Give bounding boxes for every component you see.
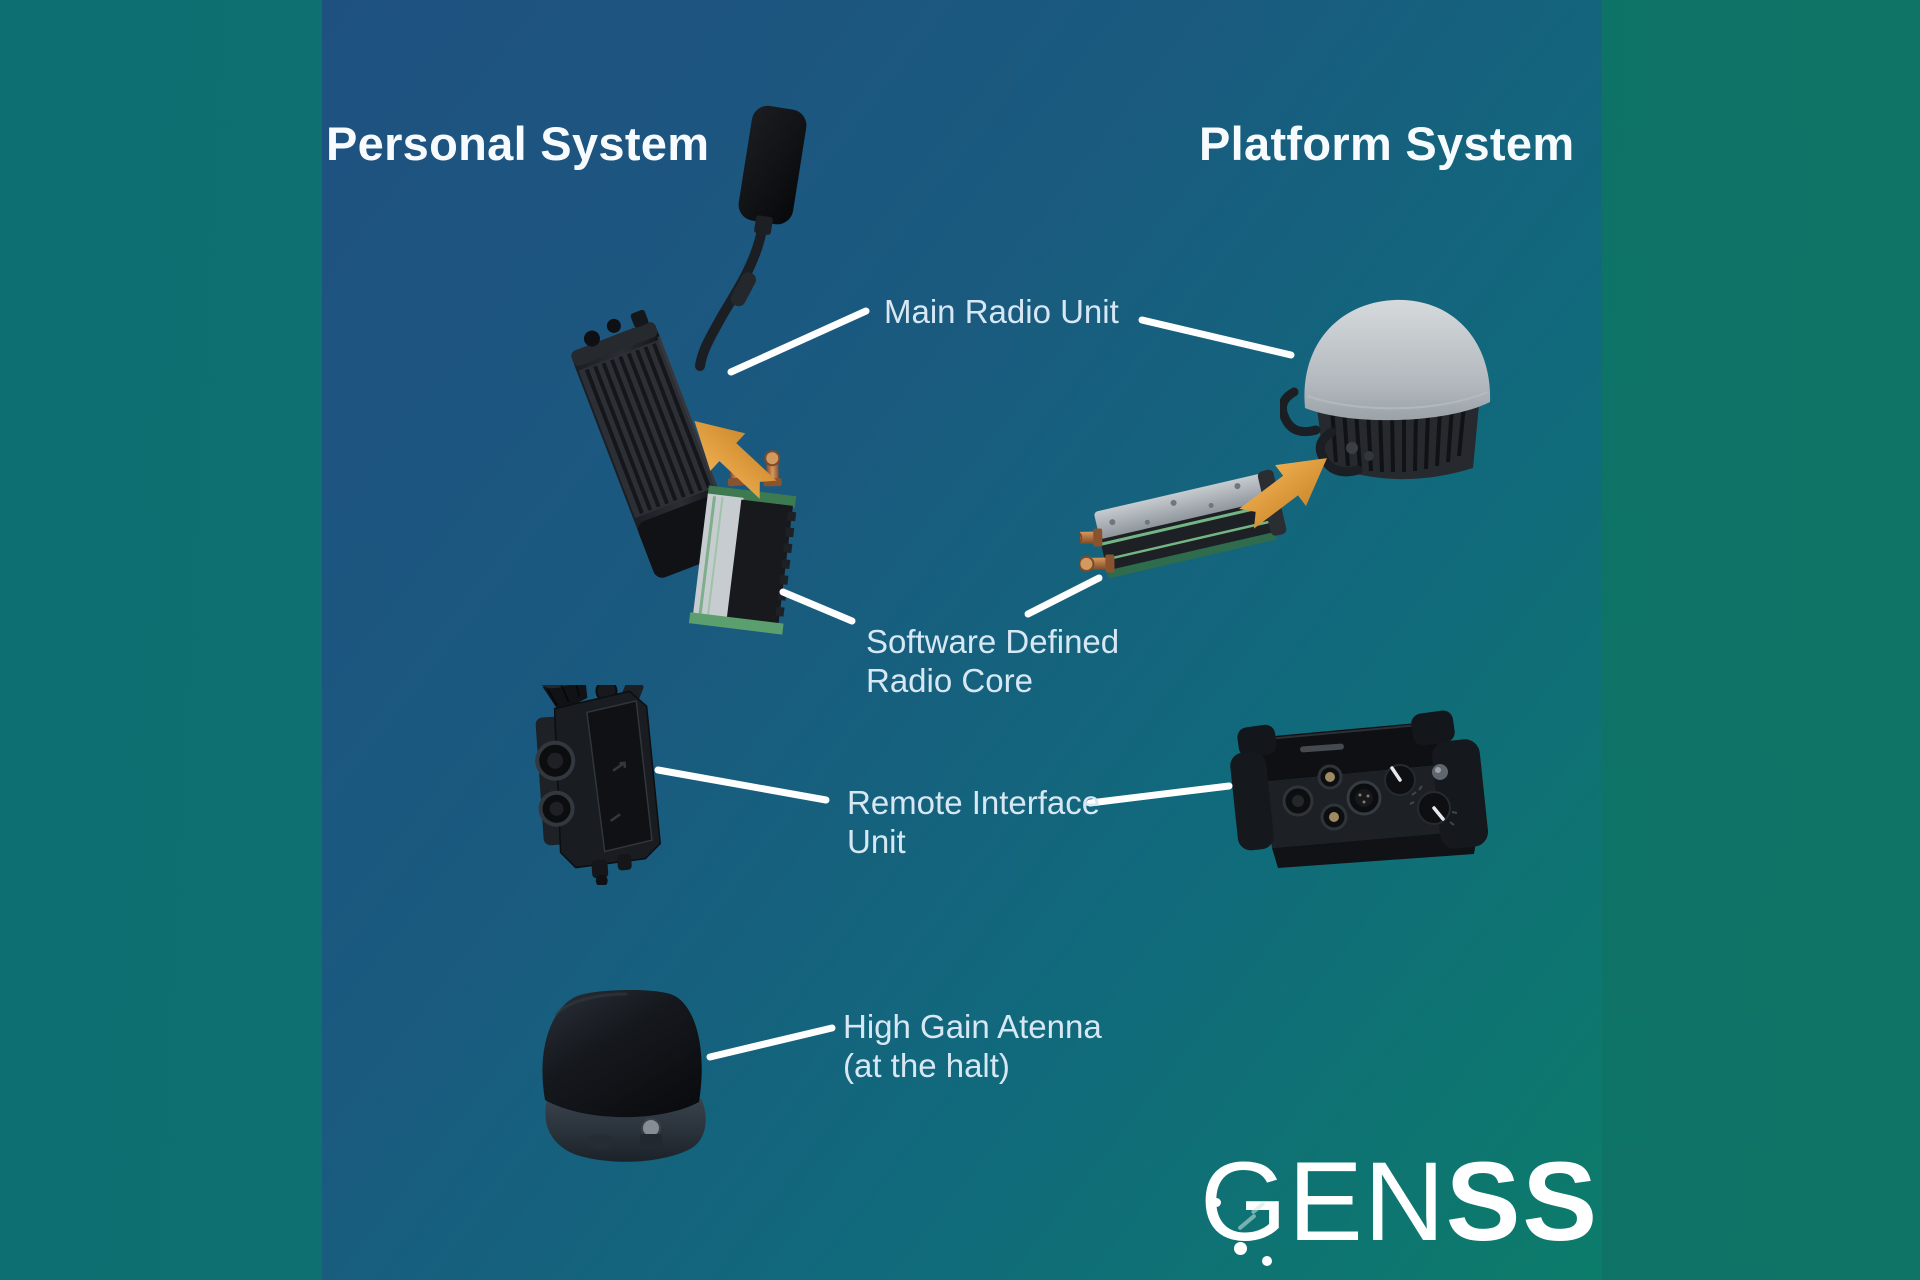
module-top-plate (1094, 474, 1267, 539)
cable-ferrite (730, 272, 757, 307)
antenna-port (630, 309, 649, 328)
heading-platform-system: Platform System (1199, 117, 1575, 170)
label-main-radio-unit: Main Radio Unit (884, 292, 1119, 331)
corner-bumper (1431, 739, 1489, 849)
module-side (1099, 498, 1275, 571)
genss-logo: GENSS (1200, 1146, 1599, 1266)
label-line: Radio Core (866, 662, 1033, 699)
label-line: Remote Interface (847, 784, 1101, 821)
label-line: Software Defined (866, 623, 1120, 660)
base-connector (1346, 442, 1358, 454)
channel-knob (606, 318, 621, 333)
label-line: Unit (847, 823, 906, 860)
dome-antenna-device (1280, 299, 1491, 480)
label-software-defined-radio-core: Software Defined Radio Core (866, 622, 1119, 700)
top-knob (540, 685, 588, 713)
sma-connector (763, 450, 782, 487)
brand-mark (1300, 743, 1344, 753)
paddle-antenna (738, 105, 807, 225)
bottom-stub (591, 859, 609, 879)
panel-riu-device (1230, 710, 1489, 868)
gradient-panel (322, 0, 1602, 1280)
orbit-dot-icon (1262, 1256, 1272, 1266)
orbit-dot-icon (1212, 1198, 1221, 1207)
label-line: High Gain Atenna (843, 1008, 1102, 1045)
corner-bumper (1411, 710, 1455, 746)
label-remote-interface-unit: Remote Interface Unit (847, 783, 1100, 861)
sdr-module-right (1080, 469, 1287, 579)
label-high-gain-antenna: High Gain Atenna (at the halt) (843, 1007, 1102, 1085)
antenna-dome (542, 989, 702, 1118)
wearable-riu-device (535, 685, 662, 885)
heading-personal-system: Personal System (326, 117, 710, 170)
corner-bumper (1230, 751, 1274, 851)
logo-text-gen: GEN (1200, 1139, 1446, 1264)
sma-connector (727, 451, 747, 487)
sma-connector (1080, 528, 1103, 547)
corner-bumper (1237, 724, 1277, 758)
high-gain-antenna-device (542, 989, 706, 1162)
module-dark-face (726, 499, 793, 628)
handheld-radio-device (571, 105, 807, 578)
label-line: (at the halt) (843, 1047, 1010, 1084)
bottom-stub (617, 853, 632, 871)
label-line: Main Radio Unit (884, 293, 1119, 330)
module-bottom-pcb (688, 612, 784, 635)
volume-knob (583, 330, 600, 347)
sma-connector (1080, 554, 1115, 573)
base-connector (1364, 451, 1374, 461)
orbit-dot-icon (1234, 1242, 1247, 1255)
front-panel (586, 699, 653, 853)
antenna-cable (695, 225, 767, 371)
sdr-module-left (688, 450, 797, 635)
radome (1304, 299, 1491, 421)
logo-text-ss: SS (1445, 1139, 1600, 1264)
